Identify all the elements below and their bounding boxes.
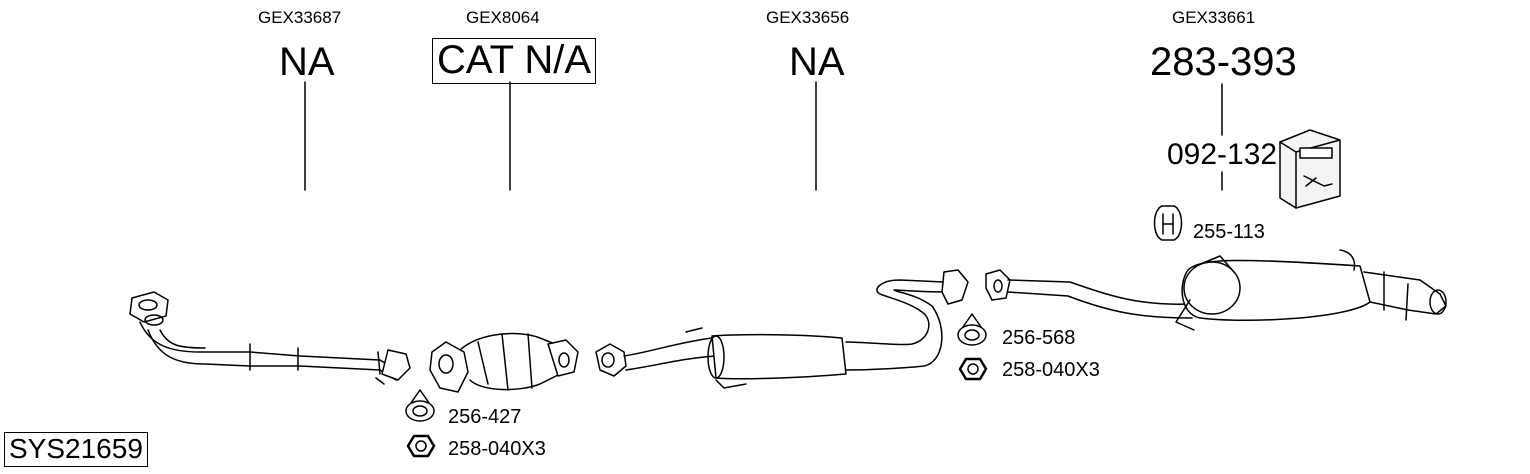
nut-rear-part-number: 258-040X3 <box>1002 359 1100 381</box>
box-part-number: 092-132 <box>1167 138 1278 171</box>
part-value-4: 283-393 <box>1150 40 1297 84</box>
ref-label-1: GEX33687 <box>258 8 342 27</box>
gasket-icon-rear <box>957 313 987 346</box>
part-value-3: NA <box>789 40 845 84</box>
nut-icon-front <box>406 434 436 458</box>
gasket-rear-part-number: 256-568 <box>1002 327 1076 349</box>
part-value-1: NA <box>279 40 335 84</box>
hanger-icon <box>1153 205 1183 241</box>
gasket-icon-front <box>405 389 435 422</box>
middle-silencer <box>595 269 969 389</box>
system-code: SYS21659 <box>4 432 148 467</box>
front-pipe <box>129 291 411 385</box>
nut-icon-rear <box>958 357 988 381</box>
hanger-part-number: 255-113 <box>1193 221 1265 243</box>
gasket-front-part-number: 256-427 <box>448 406 522 428</box>
rear-silencer <box>985 249 1447 331</box>
ref-label-4: GEX33661 <box>1172 8 1256 27</box>
catalytic-converter <box>429 332 579 393</box>
nut-front-part-number: 258-040X3 <box>448 438 546 460</box>
ref-label-2: GEX8064 <box>466 8 540 27</box>
part-value-2: CAT N/A <box>432 38 597 84</box>
ref-label-3: GEX33656 <box>766 8 850 27</box>
mounting-kit-box-icon <box>1279 129 1341 209</box>
